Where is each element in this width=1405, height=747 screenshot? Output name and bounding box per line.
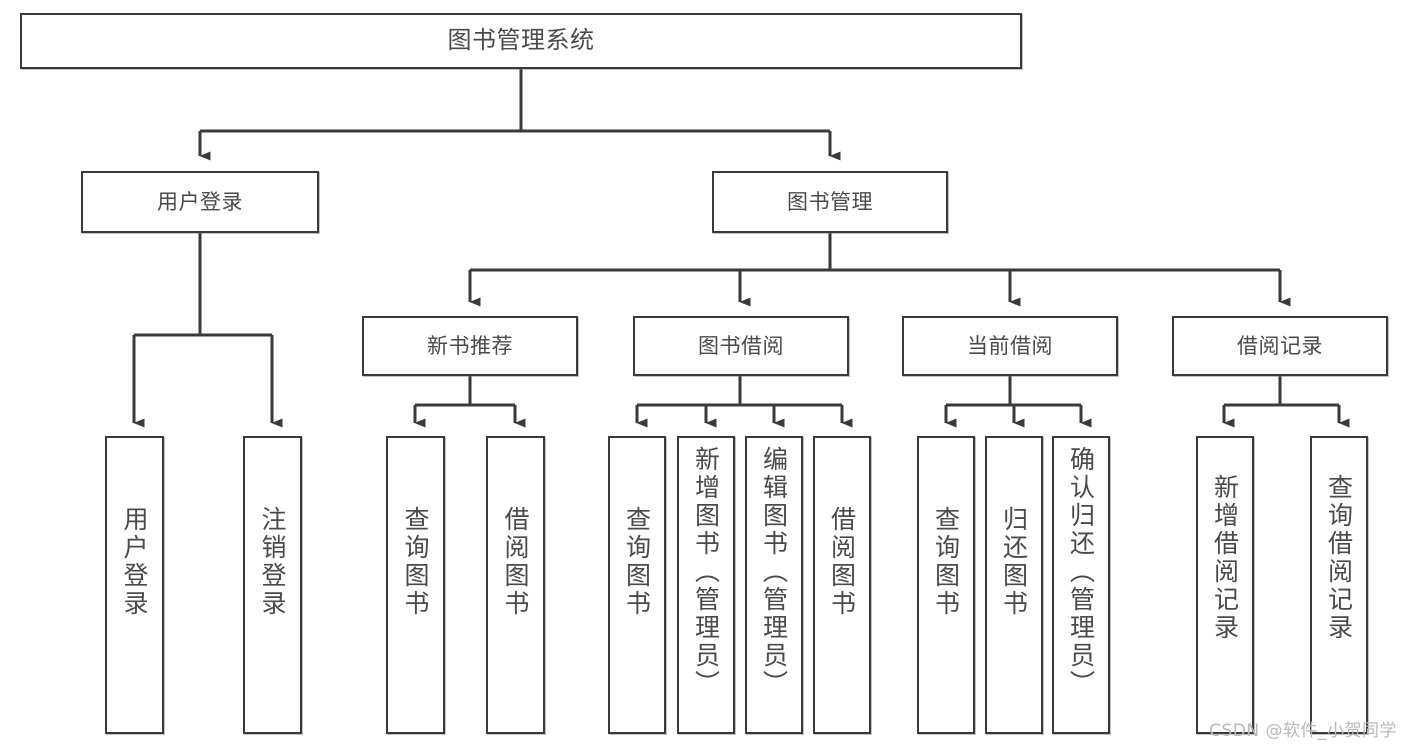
- node-leaf-return-book-label: 归还图书: [999, 506, 1029, 618]
- node-leaf-user-login[interactable]: 用户登录: [105, 436, 164, 734]
- node-leaf-return-book[interactable]: 归还图书: [985, 436, 1043, 734]
- node-book-borrow[interactable]: 图书借阅: [633, 316, 849, 376]
- node-leaf-add-record-label: 新增借阅记录: [1210, 474, 1240, 642]
- node-book-management-label: 图书管理: [787, 189, 873, 214]
- node-leaf-confirm-return[interactable]: 确认归还（管理员）: [1052, 436, 1110, 734]
- node-leaf-add-record[interactable]: 新增借阅记录: [1196, 436, 1254, 734]
- node-book-management[interactable]: 图书管理: [712, 171, 948, 233]
- node-leaf-edit-book[interactable]: 编辑图书（管理员）: [745, 436, 803, 734]
- node-book-borrow-label: 图书借阅: [698, 333, 784, 358]
- node-leaf-query-book-1[interactable]: 查询图书: [386, 436, 445, 734]
- node-new-book-recommend-label: 新书推荐: [427, 333, 513, 358]
- node-leaf-borrow-book-1-label: 借阅图书: [501, 506, 530, 618]
- node-leaf-confirm-return-label: 确认归还（管理员）: [1066, 446, 1096, 698]
- node-leaf-borrow-book-2[interactable]: 借阅图书: [813, 436, 871, 734]
- node-leaf-user-logout-label: 注销登录: [258, 506, 287, 618]
- node-leaf-query-book-3[interactable]: 查询图书: [917, 436, 975, 734]
- node-user-login-label: 用户登录: [157, 189, 243, 214]
- node-user-login[interactable]: 用户登录: [81, 171, 319, 233]
- node-borrow-record[interactable]: 借阅记录: [1172, 316, 1388, 376]
- node-borrow-record-label: 借阅记录: [1237, 333, 1323, 358]
- node-root-label: 图书管理系统: [447, 26, 595, 55]
- node-leaf-query-book-1-label: 查询图书: [401, 506, 430, 618]
- node-leaf-borrow-book-1[interactable]: 借阅图书: [486, 436, 545, 734]
- node-leaf-user-logout[interactable]: 注销登录: [243, 436, 302, 734]
- node-leaf-user-login-label: 用户登录: [120, 506, 149, 618]
- node-leaf-query-book-2-label: 查询图书: [622, 506, 652, 618]
- node-current-borrow-label: 当前借阅: [967, 333, 1053, 358]
- node-leaf-query-book-2[interactable]: 查询图书: [608, 436, 666, 734]
- node-new-book-recommend[interactable]: 新书推荐: [362, 316, 578, 376]
- node-current-borrow[interactable]: 当前借阅: [902, 316, 1118, 376]
- csdn-watermark: CSDN @软件_小贺同学: [1209, 721, 1397, 741]
- node-leaf-edit-book-label: 编辑图书（管理员）: [759, 446, 789, 698]
- node-leaf-query-record-label: 查询借阅记录: [1324, 474, 1354, 642]
- node-leaf-add-book[interactable]: 新增图书（管理员）: [677, 436, 735, 734]
- node-leaf-add-book-label: 新增图书（管理员）: [691, 446, 721, 698]
- node-root[interactable]: 图书管理系统: [20, 13, 1022, 69]
- node-leaf-query-record[interactable]: 查询借阅记录: [1310, 436, 1368, 734]
- node-leaf-query-book-3-label: 查询图书: [931, 506, 961, 618]
- node-leaf-borrow-book-2-label: 借阅图书: [827, 506, 857, 618]
